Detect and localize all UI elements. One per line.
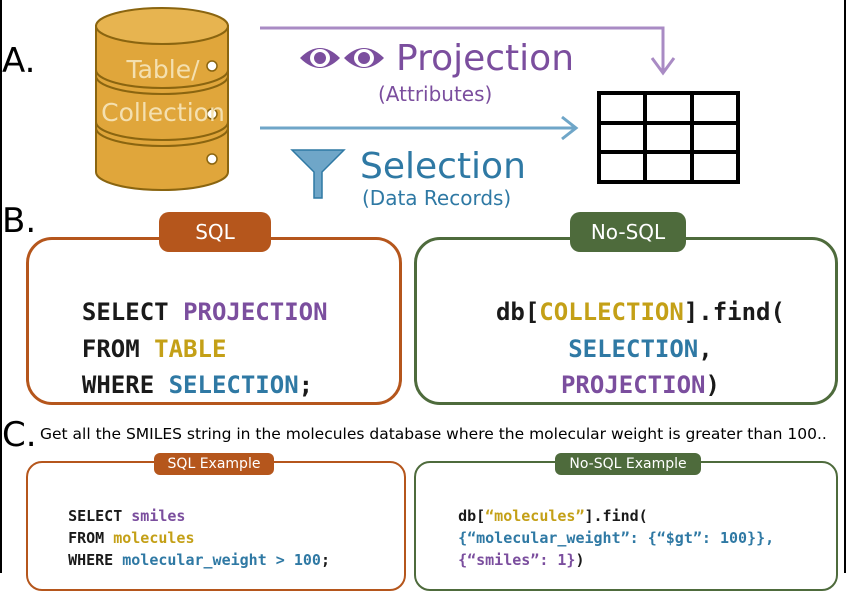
sql-example-box [26, 461, 406, 591]
sql-example-semicolon: ; [320, 551, 330, 569]
nosql-example-close-paren: ) [575, 551, 585, 569]
nosql-example-line-3: {“smiles”: 1}) [440, 533, 585, 569]
section-a-label: A. [2, 41, 36, 81]
db-label-line1: Table/ [126, 55, 200, 84]
section-b-label: B. [2, 201, 37, 241]
frame-border-left [0, 0, 2, 573]
eyes-icon [300, 48, 384, 68]
selection-arrow [260, 115, 579, 141]
sql-line-3: WHERE SELECTION; [53, 343, 313, 399]
nosql-db-open: db[ [495, 298, 540, 326]
sql-keyword-from: FROM [81, 335, 140, 363]
sql-table: TABLE [154, 335, 227, 363]
nosql-example-line-2: {“molecular_weight”: {“$gt”: 100}}, [440, 511, 774, 547]
sql-projection: PROJECTION [183, 298, 328, 326]
sql-tag: SQL [159, 212, 271, 252]
nosql-example-filter: {“molecular_weight”: {“$gt”: 100}}, [458, 529, 775, 547]
sql-syntax-box [26, 237, 402, 405]
sql-keyword-where: WHERE [81, 371, 155, 399]
nosql-find: ].find( [683, 298, 785, 326]
sql-line-2: FROM TABLE [53, 307, 227, 363]
nosql-example-tag: No-SQL Example [555, 453, 701, 475]
sql-semicolon: ; [298, 371, 314, 399]
sql-example-smiles: smiles [131, 507, 186, 525]
nosql-collection: COLLECTION [539, 298, 684, 326]
filter-icon [290, 149, 346, 199]
nosql-tag: No-SQL [570, 212, 686, 252]
sql-example-line-3: WHERE molecular_weight > 100; [50, 533, 330, 569]
sql-line-1: SELECT PROJECTION [53, 270, 328, 326]
section-c-label: C. [2, 415, 37, 455]
sql-example-where: WHERE [68, 551, 114, 569]
sql-example-select: SELECT [68, 507, 123, 525]
sql-example-line-2: FROM molecules [50, 511, 195, 547]
nosql-line-3: PROJECTION) [414, 343, 838, 399]
nosql-example-line-1: db[“molecules”].find( [440, 489, 648, 525]
sql-example-tag: SQL Example [154, 453, 274, 475]
nosql-selection: SELECTION [568, 335, 699, 363]
example-question: Get all the SMILES string in the molecul… [40, 425, 827, 443]
sql-example-from: FROM [68, 529, 105, 547]
nosql-example-collection: “molecules” [485, 507, 585, 525]
nosql-example-find: ].find( [584, 507, 648, 525]
table-grid-icon [597, 91, 740, 184]
projection-subtitle: (Attributes) [378, 82, 493, 106]
nosql-example-db-open: db[ [458, 507, 486, 525]
nosql-line-2: SELECTION, [414, 307, 838, 363]
sql-selection: SELECTION [168, 371, 299, 399]
nosql-example-projection: {“smiles”: 1} [458, 551, 576, 569]
sql-keyword-select: SELECT [81, 298, 169, 326]
sql-example-condition: molecular_weight > 100 [122, 551, 321, 569]
projection-title: Projection [396, 38, 575, 79]
nosql-syntax-box [414, 237, 838, 405]
selection-subtitle: (Data Records) [362, 186, 512, 210]
sql-example-molecules: molecules [113, 529, 195, 547]
nosql-line-1: db[COLLECTION].find( [414, 270, 838, 326]
selection-title: Selection [360, 146, 526, 187]
sql-example-line-1: SELECT smiles [50, 489, 185, 525]
nosql-projection: PROJECTION [560, 371, 706, 399]
frame-border-right [844, 0, 846, 573]
db-label-line2: Collection [101, 98, 225, 127]
nosql-close-paren: ) [705, 371, 720, 399]
database-icon [95, 7, 229, 191]
projection-arrow [260, 26, 676, 76]
nosql-comma: , [698, 335, 713, 363]
